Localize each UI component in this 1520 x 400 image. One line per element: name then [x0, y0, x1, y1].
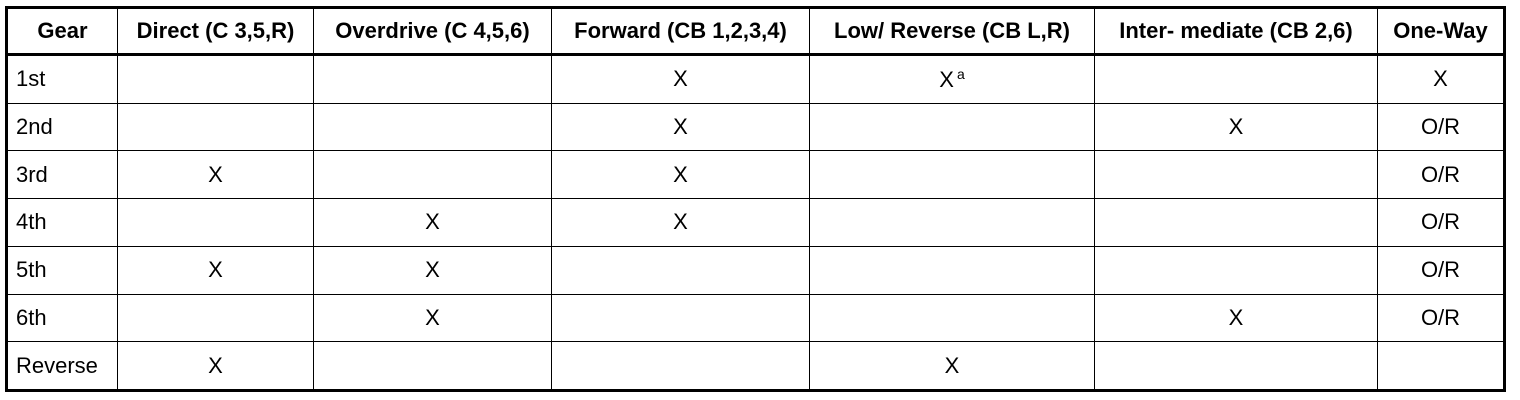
intermediate-cell: [1094, 245, 1378, 295]
forward-cell: X: [551, 150, 810, 200]
table-row: 4th X X O/R: [6, 198, 1505, 247]
header-one-way: One-Way: [1377, 7, 1505, 56]
forward-cell: [551, 245, 810, 295]
table-row: 3rd X X O/R: [6, 150, 1505, 200]
gear-cell: Reverse: [6, 341, 118, 391]
intermediate-cell: [1094, 198, 1378, 247]
one-way-cell: O/R: [1377, 102, 1505, 152]
table-row: Reverse X X: [6, 341, 1505, 391]
header-low-reverse: Low/ Reverse (CB L,R): [809, 7, 1095, 56]
overdrive-cell: [313, 150, 552, 200]
low-reverse-cell: [809, 102, 1095, 152]
gear-cell: 6th: [6, 293, 118, 343]
overdrive-cell: [313, 54, 552, 104]
low-reverse-cell: [809, 150, 1095, 200]
one-way-cell: O/R: [1377, 150, 1505, 200]
direct-cell: X: [117, 245, 314, 295]
forward-cell: X: [551, 198, 810, 247]
low-reverse-cell: [809, 245, 1095, 295]
table-row: 6th X X O/R: [6, 293, 1505, 343]
forward-cell: X: [551, 54, 810, 104]
header-forward: Forward (CB 1,2,3,4): [551, 7, 810, 56]
direct-cell: [117, 293, 314, 343]
gear-cell: 1st: [6, 54, 118, 104]
intermediate-cell: [1094, 341, 1378, 391]
clutch-application-table: Gear Direct (C 3,5,R) Overdrive (C 4,5,6…: [5, 6, 1506, 392]
table-row: 2nd X X O/R: [6, 102, 1505, 152]
header-gear: Gear: [6, 7, 118, 56]
gear-cell: 5th: [6, 245, 118, 295]
overdrive-cell: X: [313, 245, 552, 295]
intermediate-cell: X: [1094, 293, 1378, 343]
intermediate-cell: [1094, 150, 1378, 200]
forward-cell: [551, 341, 810, 391]
one-way-cell: O/R: [1377, 198, 1505, 247]
low-reverse-cell: [809, 293, 1095, 343]
direct-cell: [117, 102, 314, 152]
direct-cell: X: [117, 150, 314, 200]
one-way-cell: X: [1377, 54, 1505, 104]
header-direct: Direct (C 3,5,R): [117, 7, 314, 56]
table-header: Gear Direct (C 3,5,R) Overdrive (C 4,5,6…: [6, 7, 1505, 56]
gear-cell: 4th: [6, 198, 118, 247]
one-way-cell: O/R: [1377, 245, 1505, 295]
header-overdrive: Overdrive (C 4,5,6): [313, 7, 552, 56]
forward-cell: X: [551, 102, 810, 152]
table-row: 5th X X O/R: [6, 245, 1505, 295]
forward-cell: [551, 293, 810, 343]
gear-cell: 3rd: [6, 150, 118, 200]
direct-cell: X: [117, 341, 314, 391]
one-way-cell: O/R: [1377, 293, 1505, 343]
overdrive-cell: [313, 102, 552, 152]
intermediate-cell: X: [1094, 102, 1378, 152]
direct-cell: [117, 54, 314, 104]
one-way-cell: [1377, 341, 1505, 391]
overdrive-cell: [313, 341, 552, 391]
low-reverse-value: X: [939, 67, 954, 93]
footnote-marker: a: [956, 66, 965, 83]
low-reverse-cell: [809, 198, 1095, 247]
header-intermediate: Inter- mediate (CB 2,6): [1094, 7, 1378, 56]
intermediate-cell: [1094, 54, 1378, 104]
direct-cell: [117, 198, 314, 247]
header-row: Gear Direct (C 3,5,R) Overdrive (C 4,5,6…: [6, 7, 1505, 56]
overdrive-cell: X: [313, 293, 552, 343]
low-reverse-cell: X: [809, 341, 1095, 391]
gear-cell: 2nd: [6, 102, 118, 152]
overdrive-cell: X: [313, 198, 552, 247]
